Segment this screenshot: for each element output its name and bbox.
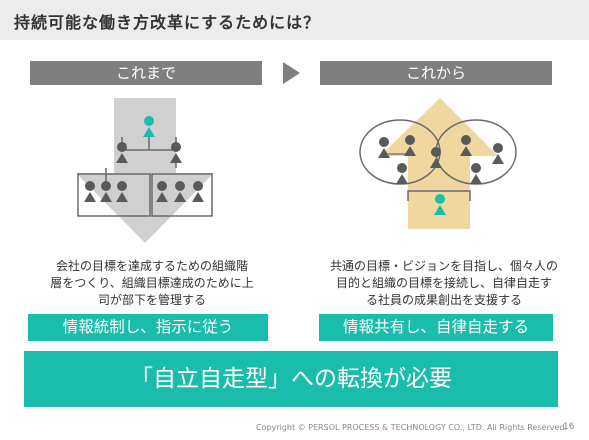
after-description: 共通の目標・ビジョンを目指し、個々人の 目的と組織の目標を接続し、自律自走す る… [316, 258, 572, 309]
member-person-icon [174, 181, 186, 202]
leader-person-icon [143, 116, 155, 137]
leader-person-icon [434, 194, 446, 215]
description-line: る社員の成果創出を支援する [365, 293, 522, 307]
member-person-icon [430, 147, 442, 168]
team-box-left [77, 173, 151, 217]
member-person-icon [404, 135, 416, 156]
member-person-icon [460, 135, 472, 156]
member-person-icon [84, 181, 96, 202]
member-person-icon [492, 143, 504, 164]
description-line: 目的と組織の目標を接続し、自律自走す [335, 276, 552, 290]
after-tag: 情報共有し、自律自走する [319, 314, 553, 341]
before-description: 会社の目標を達成するための組織階 層をつくり、組織目標達成のために上 司が部下を… [34, 258, 270, 309]
after-label: これから [320, 61, 552, 85]
member-person-icon [378, 137, 390, 158]
member-person-icon [116, 181, 128, 202]
member-person-icon [396, 163, 408, 184]
conclusion-text: 「自立自走型」への転換が必要 [130, 366, 452, 392]
page-title: 持続可能な働き方改革にするためには？ [14, 13, 321, 32]
description-line: 司が部下を管理する [97, 293, 206, 307]
member-person-icon [100, 181, 112, 202]
network-diagram [359, 98, 517, 229]
description-line: 共通の目標・ビジョンを目指し、個々人の [329, 259, 558, 273]
title-bar [0, 0, 589, 40]
copyright-text: Copyright © PERSOL PROCESS & TECHNOLOGY … [256, 423, 568, 432]
down-arrow-shape [76, 98, 214, 243]
member-person-icon [156, 181, 168, 202]
description-line: 層をつくり、組織目標達成のために上 [50, 276, 254, 290]
team-box-right [151, 173, 213, 217]
manager-person-icon [170, 142, 182, 163]
page-number: 16 [563, 422, 575, 432]
member-person-icon [470, 163, 482, 184]
member-person-icon [192, 181, 204, 202]
transition-arrow-icon [283, 62, 300, 84]
before-label: これまで [30, 61, 262, 85]
description-line: 会社の目標を達成するための組織階 [55, 259, 248, 273]
before-tag: 情報統制し、指示に従う [28, 314, 268, 341]
manager-person-icon [116, 142, 128, 163]
conclusion-banner [24, 351, 558, 407]
hierarchy-diagram [76, 98, 214, 243]
